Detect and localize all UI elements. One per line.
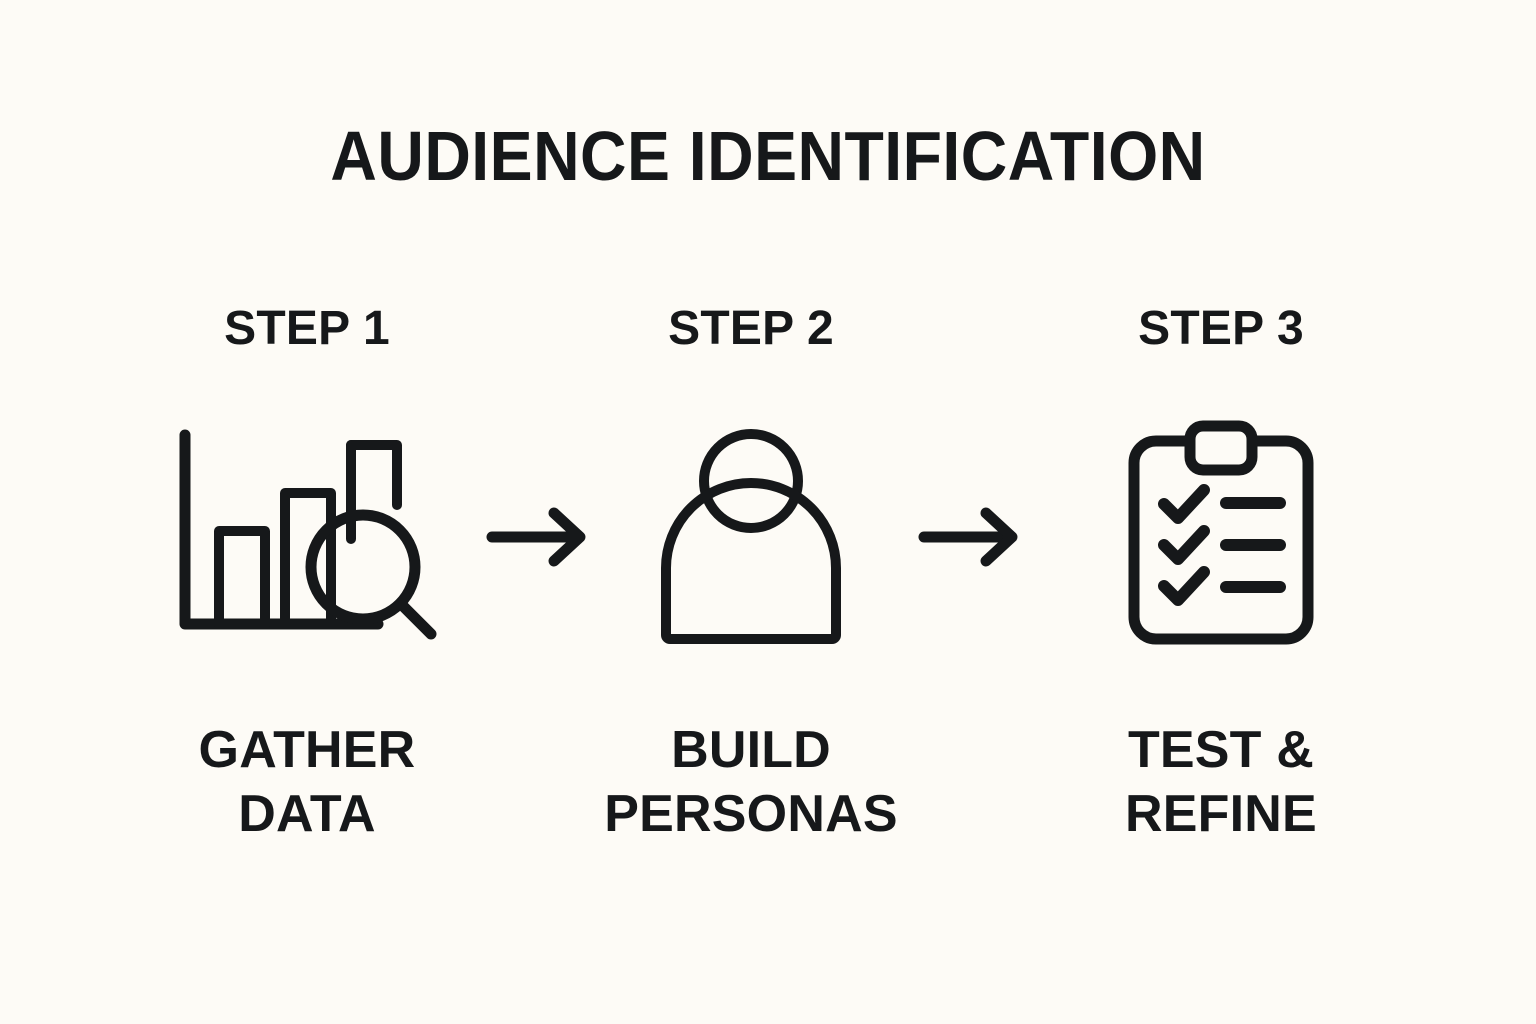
step-item-2: STEP 2 BUILD PERSONAS	[586, 300, 916, 860]
step-item-3: STEP 3	[1056, 300, 1386, 860]
step-label-1: STEP 1	[224, 302, 390, 355]
caption-line-1: TEST &	[1127, 721, 1315, 779]
step-caption-1: GATHER DATA	[142, 718, 472, 846]
step-icon-slot-1	[142, 414, 472, 654]
caption-line-2: PERSONAS	[604, 785, 898, 843]
step-item-1: STEP 1	[142, 300, 472, 860]
connector-arrow-1	[486, 505, 606, 569]
step-icon-slot-2	[586, 414, 916, 654]
caption-line-1: BUILD	[671, 721, 831, 779]
connector-arrow-2	[918, 505, 1038, 569]
clipboard-checklist-icon	[1128, 420, 1314, 645]
person-icon	[661, 429, 841, 644]
arrow-right-icon	[918, 507, 1018, 567]
page-title: AUDIENCE IDENTIFICATION	[330, 117, 1206, 195]
steps-row: STEP 1	[0, 300, 1536, 860]
caption-line-2: DATA	[238, 785, 376, 843]
step-caption-2: BUILD PERSONAS	[586, 718, 916, 846]
caption-line-2: REFINE	[1125, 785, 1317, 843]
bar-chart-magnifier-icon	[179, 429, 437, 639]
step-label-3: STEP 3	[1138, 302, 1304, 355]
step-caption-3: TEST & REFINE	[1056, 718, 1386, 846]
caption-line-1: GATHER	[198, 721, 416, 779]
step-icon-slot-3	[1056, 414, 1386, 654]
arrow-right-icon	[486, 507, 586, 567]
step-label-2: STEP 2	[668, 302, 834, 355]
